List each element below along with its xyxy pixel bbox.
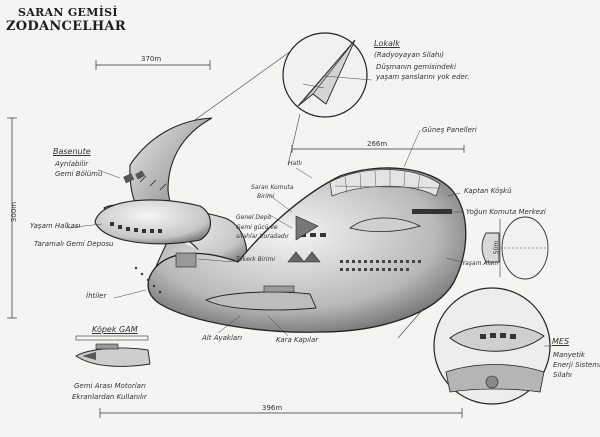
ship-head [94, 199, 212, 245]
leader-lines [65, 75, 552, 347]
label-genel-depo-sub2: silahlar buradadır [236, 233, 289, 240]
dimension-left-label: 300m [10, 201, 19, 223]
label-gam-desc2: Ekranlardan Kullanılır [72, 393, 147, 401]
label-mes-sub2: Enerji Sistemi [553, 361, 600, 369]
label-lokalk: Lokalk [374, 39, 400, 48]
dimension-detail-label: 50m [493, 240, 501, 255]
detail-loop [481, 216, 549, 280]
label-basenute-sub1: Ayrılabilir [55, 160, 89, 168]
label-tekerk: Tekerk Birimi [236, 256, 276, 263]
dimension-body-label: 266m [367, 140, 388, 148]
dimension-bottom [99, 408, 463, 418]
label-lokalk-sub: (Radyoyayan Silahı) [374, 51, 445, 59]
label-gam-desc1: Gemi Arası Motorları [74, 382, 146, 390]
label-genel-depo-sub1: Gemi gücü ve [236, 224, 278, 231]
label-alt-ayaklar: Alt Ayakları [202, 334, 243, 342]
label-saran-komuta: Saran Komuta [251, 184, 294, 191]
label-hatl: Hatlı [288, 160, 302, 167]
label-gunes-panelleri: Güneş Panelleri [422, 126, 477, 134]
label-genel-depo: Genel Depo [236, 214, 272, 221]
ship-main-hull [134, 167, 467, 333]
label-kopek-gam: Köpek GAM [92, 325, 138, 334]
dimension-bottom-label: 396m [262, 404, 283, 412]
lokalk-detail-circle [191, 32, 368, 166]
label-kaptan-kosku: Kaptan Köşkü [464, 187, 512, 195]
label-mes: MES [552, 337, 570, 346]
diagram-subtitle: ZODANCELHAR [6, 19, 126, 34]
mes-detail-circle [397, 287, 551, 405]
label-basenute-sub2: Gemi Bölümü [55, 170, 103, 178]
label-kara-kaplar: Kara Kapılar [276, 336, 319, 344]
label-yasam-alani: Yaşam Alanı [462, 260, 499, 267]
label-basenute: Basenute [53, 147, 91, 156]
label-lokalk-desc2: yaşam şanslarını yok eder. [376, 73, 470, 81]
label-yasam-halkasi: Yaşam Halkası [30, 222, 81, 230]
diagram-title: SARAN GEMİSİ [18, 6, 118, 19]
label-yogun-komuta: Yoğun Komuta Merkezi [466, 208, 546, 216]
label-ihtiler: İhtiler [86, 292, 107, 300]
label-saran-komuta-sub: Birimi [257, 193, 275, 200]
kopek-gam-craft [75, 335, 151, 367]
dimension-top-label: 370m [141, 55, 162, 63]
dimension-left [7, 117, 17, 319]
label-lokalk-desc1: Düşmanın gemisindeki [376, 63, 456, 71]
label-taramali-gemi: Taramalı Gemi Deposu [34, 240, 114, 248]
label-mes-sub3: Silahı [553, 371, 573, 379]
label-mes-sub1: Manyetik [553, 351, 585, 359]
dimension-top [95, 60, 211, 70]
